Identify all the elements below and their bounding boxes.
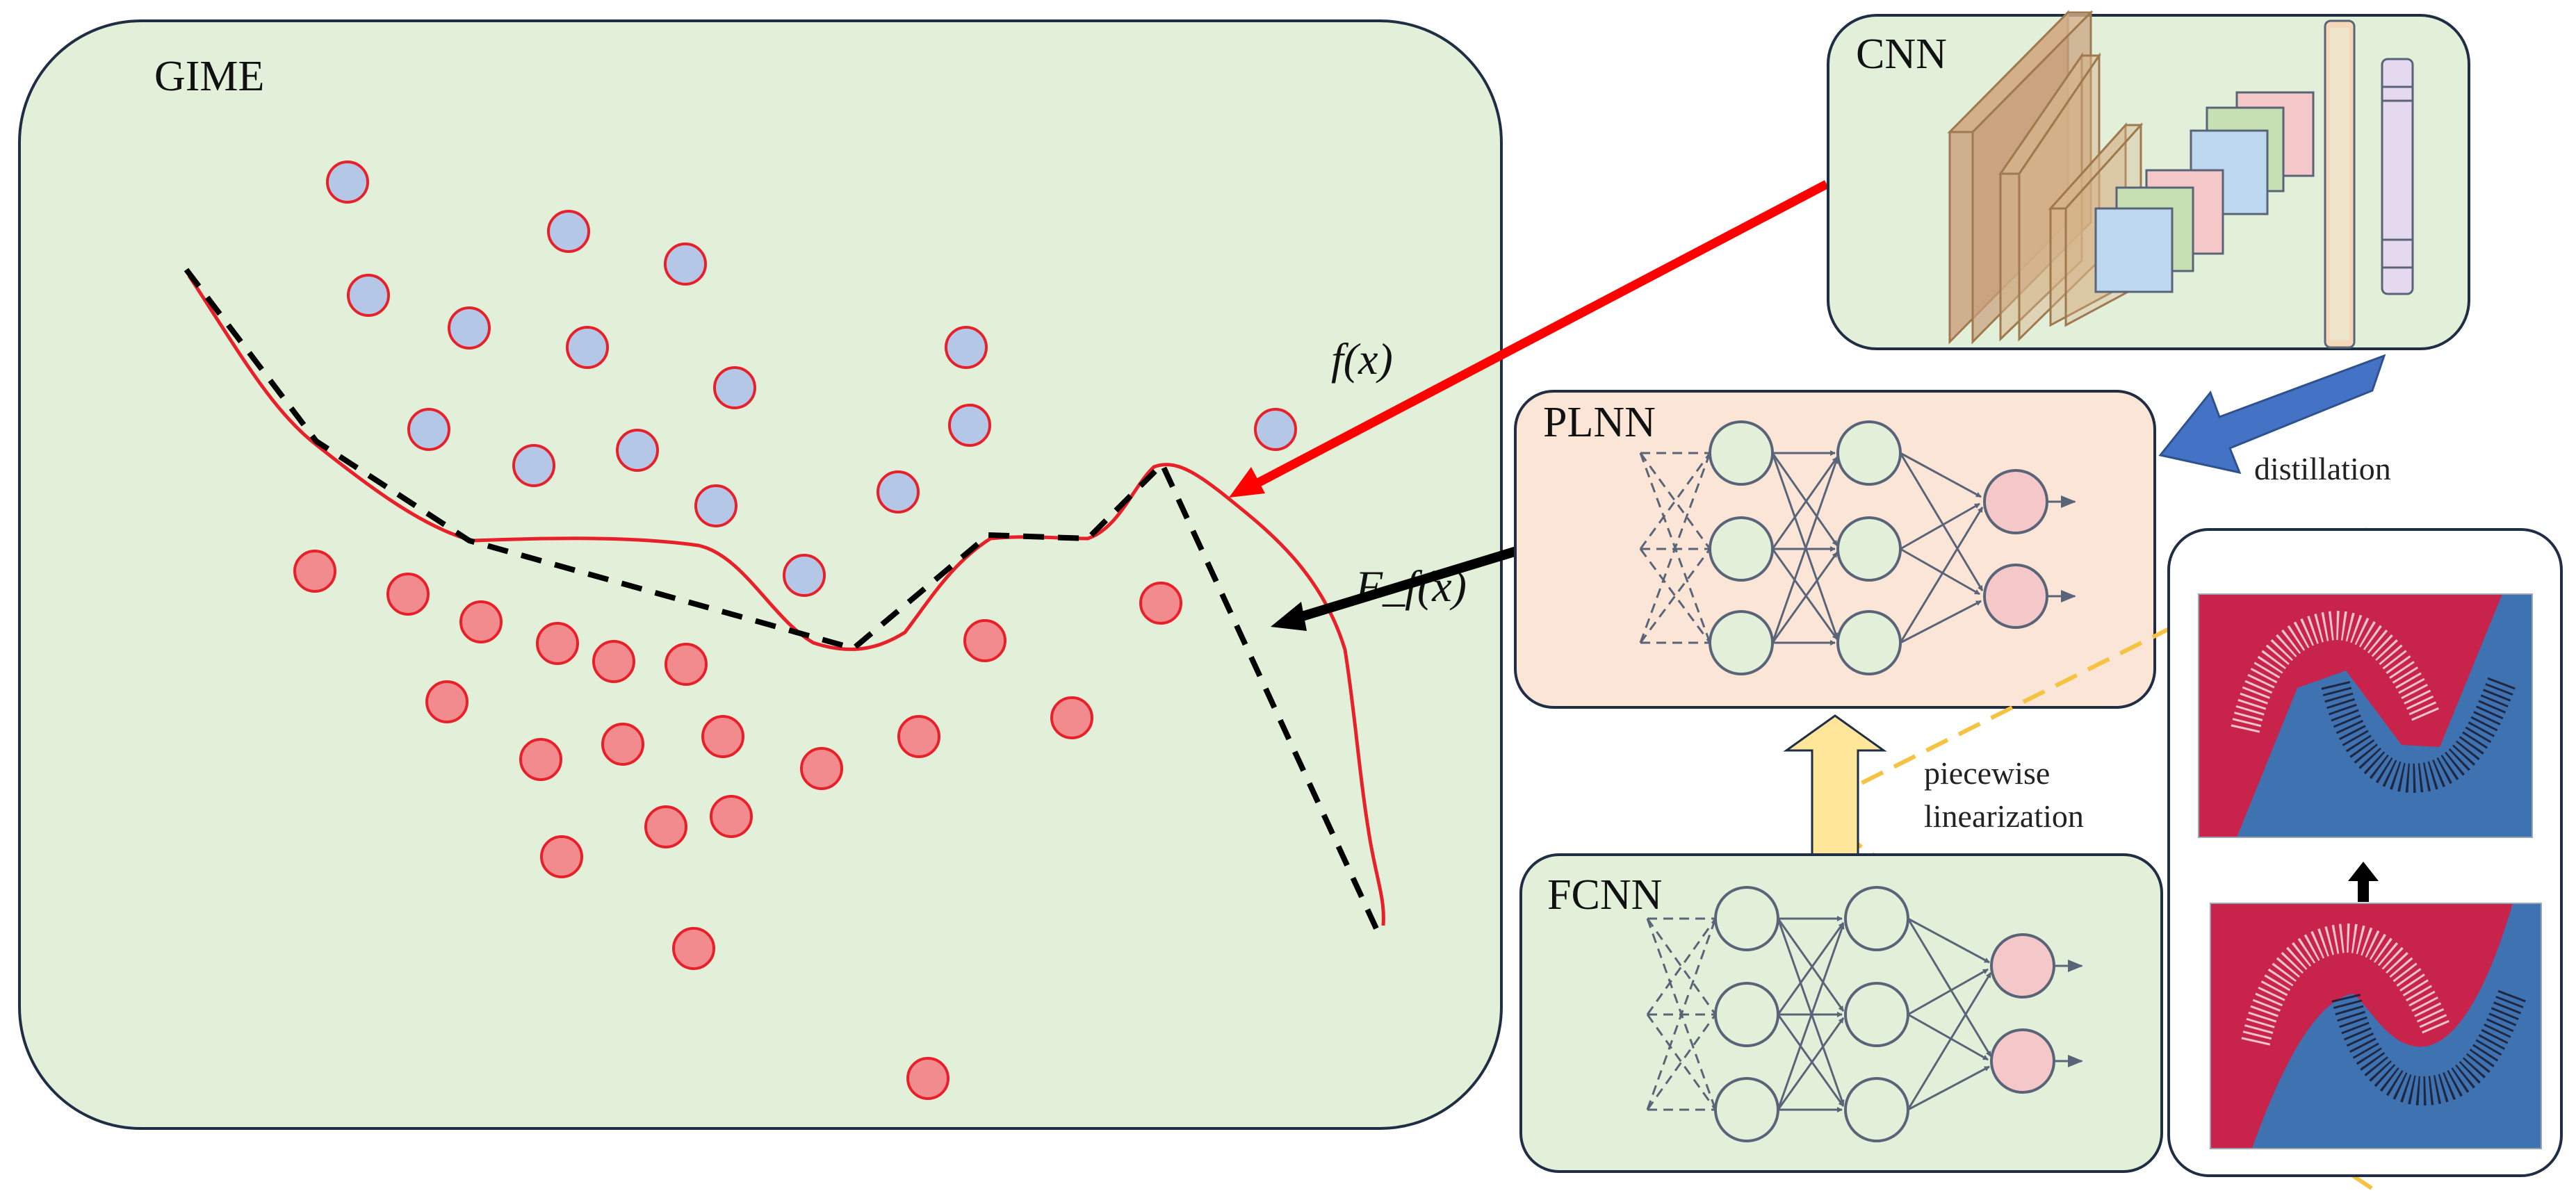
yellow-dashed-link-top	[1828, 526, 2372, 801]
ffx-arrow-head	[1271, 602, 1307, 631]
red-point	[519, 738, 562, 781]
fcnn-label: FCNN	[1547, 871, 1662, 919]
fx-arrow-head	[1229, 467, 1265, 498]
blue-point	[694, 484, 737, 527]
fx-arrow-line	[1248, 180, 1829, 491]
red-points	[293, 550, 1182, 1100]
distillation-arrow	[2158, 354, 2386, 475]
piecewise-label-line1: piecewise	[1924, 755, 2050, 791]
red-point	[963, 619, 1006, 662]
fcnn-network-icon	[1646, 886, 2083, 1142]
red-point	[897, 715, 940, 758]
blue-points	[326, 161, 1297, 597]
red-point	[701, 715, 744, 758]
blue-point	[407, 408, 450, 451]
blue-point	[566, 326, 609, 369]
blue-point	[616, 429, 659, 472]
red-point	[293, 550, 336, 593]
blue-point	[512, 444, 555, 487]
red-point	[1050, 696, 1093, 739]
red-point	[601, 723, 644, 766]
piecewise-linear-approximation	[184, 268, 1382, 936]
blue-point	[783, 554, 826, 597]
piecewise-label-line2: linearization	[1924, 798, 2084, 834]
piecewise-linearization-arrow	[1783, 714, 1887, 856]
plnn-network-icon	[1639, 420, 2076, 675]
fcnn-panel: FCNN	[1519, 853, 2163, 1173]
cnn-label: CNN	[1856, 31, 1947, 78]
gime-label: GIME	[154, 53, 264, 100]
cnn-architecture-icon	[1947, 10, 2414, 349]
red-point	[800, 747, 843, 790]
blue-point	[948, 404, 991, 447]
decision-boundary-curve	[187, 274, 1385, 926]
red-point	[672, 927, 715, 970]
gime-panel-background	[18, 19, 1503, 1130]
blue-point	[713, 366, 756, 409]
red-point	[540, 835, 583, 878]
blue-point	[1254, 408, 1297, 451]
blue-point	[347, 274, 390, 317]
red-point	[665, 643, 708, 686]
plnn-moons-plot-icon	[2199, 594, 2532, 837]
cnn-panel: CNN	[1827, 10, 2470, 350]
fcnn-moons-plot-icon	[2210, 903, 2541, 1149]
red-point	[1139, 582, 1182, 625]
plnn-label: PLNN	[1543, 399, 1656, 446]
blue-point	[877, 470, 920, 514]
blue-point	[326, 161, 369, 204]
red-point	[644, 805, 687, 848]
ffx-arrow-line	[1298, 546, 1519, 622]
fx-label: f(x)	[1331, 334, 1393, 384]
red-point	[906, 1057, 949, 1100]
plnn-panel: PLNN	[1514, 390, 2156, 709]
red-point	[710, 795, 753, 838]
red-point	[459, 600, 503, 643]
distillation-label: distillation	[2254, 451, 2391, 486]
gime-panel: GIME	[18, 19, 1503, 1130]
blue-point	[664, 243, 707, 286]
red-point	[592, 640, 635, 683]
red-point	[536, 622, 579, 665]
red-point	[386, 573, 430, 616]
blue-point	[448, 306, 491, 350]
moons-up-arrow	[2348, 862, 2379, 902]
decision-region-panel	[2167, 528, 2563, 1177]
red-point	[425, 680, 468, 723]
blue-point	[945, 326, 988, 369]
blue-point	[547, 210, 590, 253]
